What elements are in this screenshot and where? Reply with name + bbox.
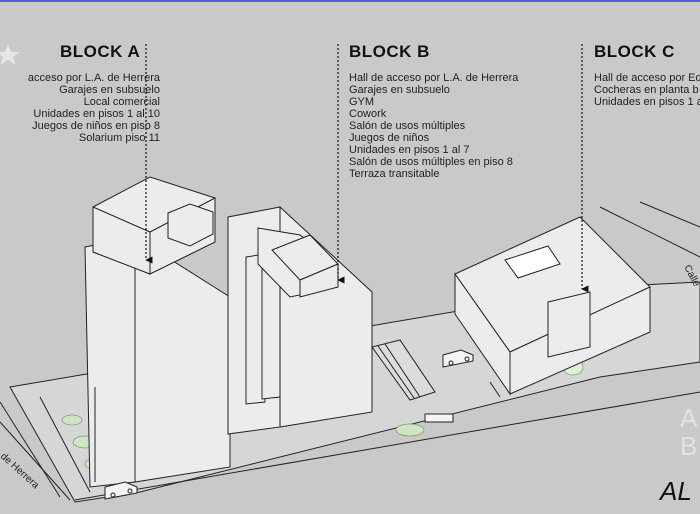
watermark-line-1: A (680, 403, 698, 433)
block-c-program-list: Hall de acceso por Ed Cocheras en planta… (594, 72, 700, 108)
block-a-title: BLOCK A (60, 42, 141, 61)
building-block-a (84, 176, 231, 488)
garage-ramp (371, 339, 436, 401)
list-item: Juegos de niños en piso 8 (32, 120, 160, 132)
list-item: Garajes en subsuelo (59, 84, 160, 96)
star-emblem (0, 44, 20, 65)
block-a-program-list: acceso por L.A. de Herrera Garajes en su… (28, 72, 160, 144)
building-block-c (454, 216, 651, 398)
list-item: Unidades en pisos 1 al 10 (33, 108, 160, 120)
list-item: Terraza transitable (349, 168, 440, 180)
building-block-b (227, 205, 373, 435)
list-item: Cocheras en planta b (594, 84, 699, 96)
watermark-line-2: B (680, 431, 697, 461)
list-item: acceso por L.A. de Herrera (27, 72, 160, 84)
list-item: GYM (349, 96, 375, 108)
list-item: Unidades en pisos 1 a (594, 96, 700, 108)
leader-arrows (145, 44, 589, 293)
block-b-program-list: Hall de acceso por L.A. de Herrera Garaj… (349, 72, 518, 180)
list-item: Garajes en subsuelo (349, 84, 450, 96)
list-item: Cowork (349, 108, 387, 120)
list-item: Juegos de niños (349, 132, 430, 144)
block-b-title: BLOCK B (349, 42, 430, 61)
list-item: Salón de usos múltiples en piso 8 (349, 156, 513, 168)
list-item: Local comercial (83, 96, 160, 108)
list-item: Solarium piso 11 (78, 132, 160, 144)
brand-logo: AL (658, 476, 692, 506)
list-item: Hall de acceso por L.A. de Herrera (349, 72, 519, 84)
block-c-title: BLOCK C (594, 42, 675, 61)
site-props (104, 349, 474, 500)
list-item: Hall de acceso por Ed (594, 72, 700, 84)
list-item: Unidades en pisos 1 al 7 (349, 144, 470, 156)
list-item: Salón de usos múltiples (349, 120, 466, 132)
